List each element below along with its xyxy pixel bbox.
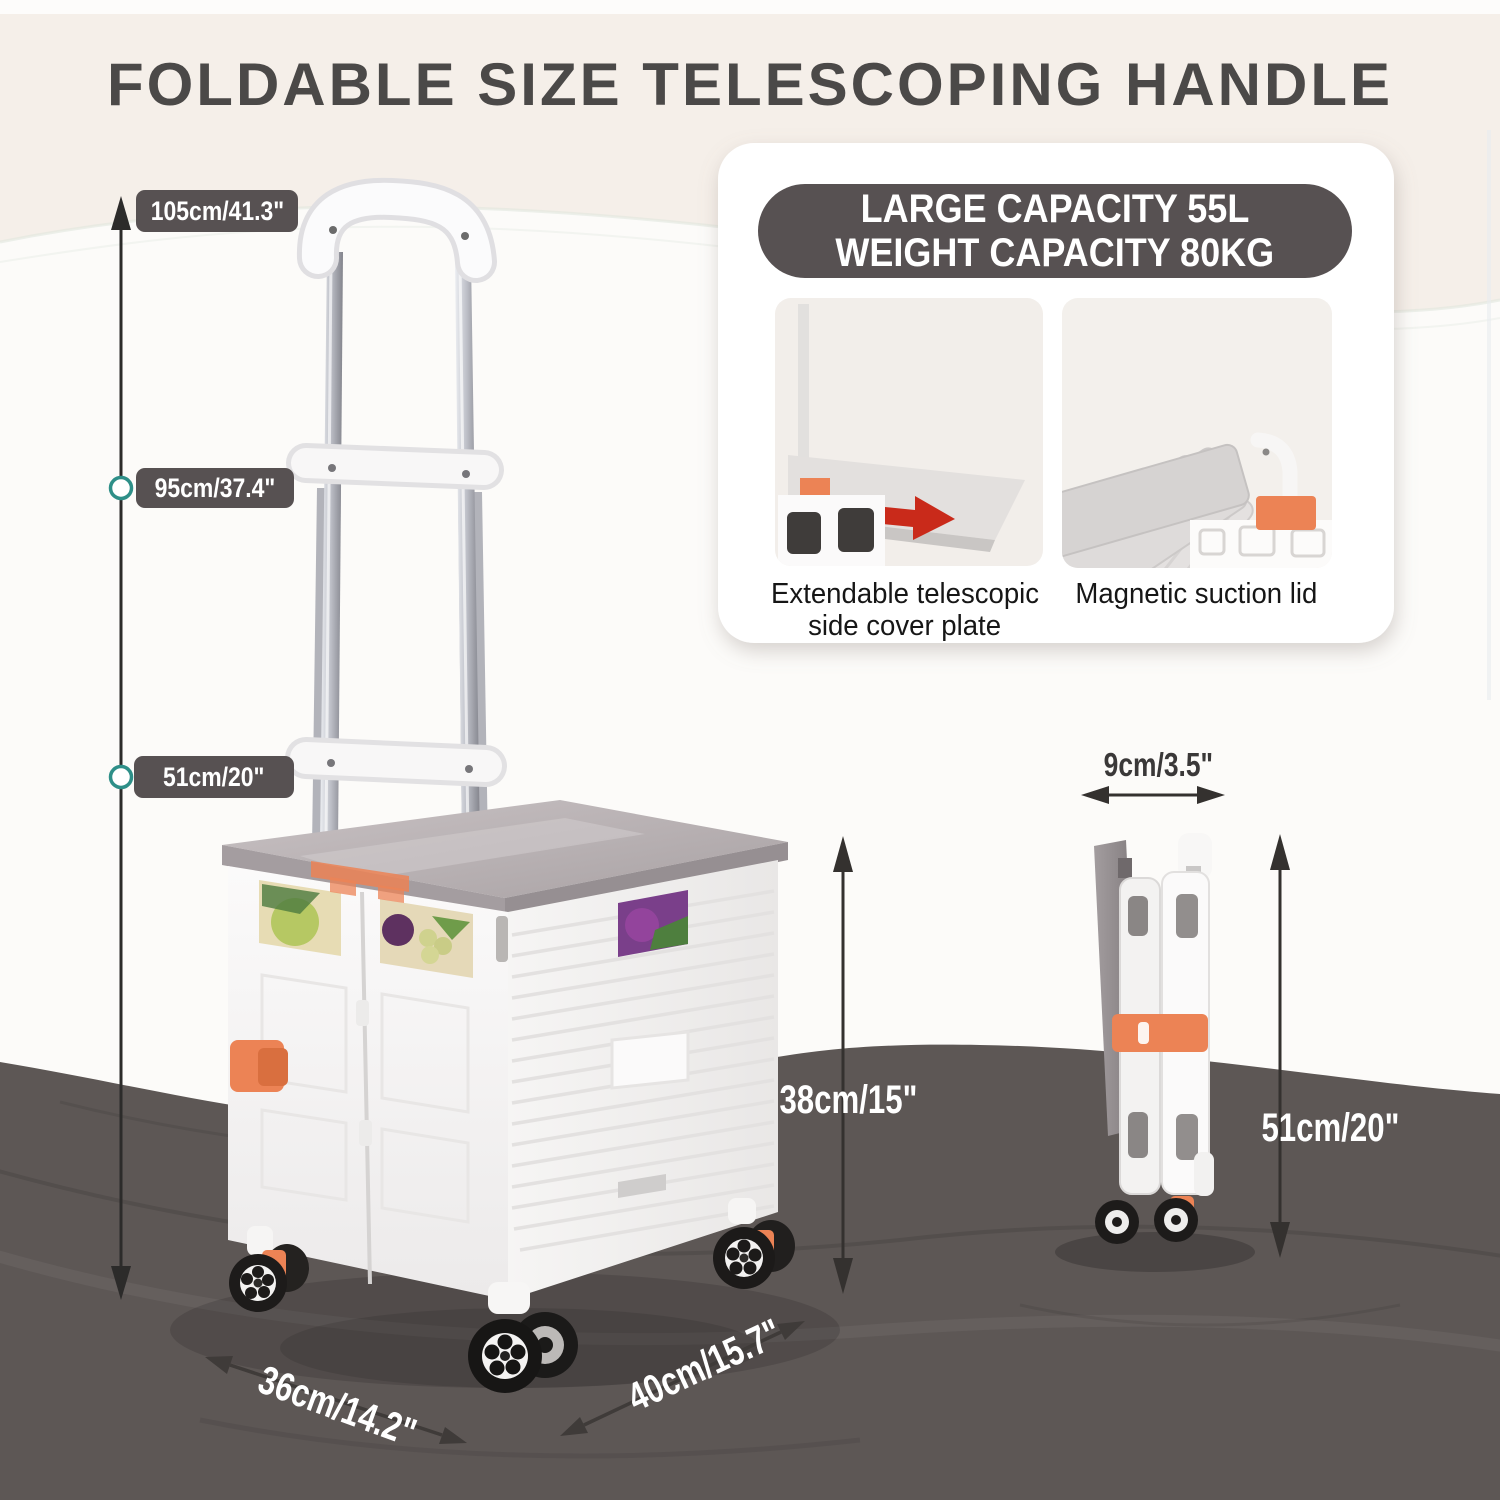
top-margin [0,0,1500,14]
wheel-left [229,1226,309,1312]
connector-screw [465,765,473,773]
capacity-badge-line2-text: WEIGHT CAPACITY 80KG [835,231,1275,275]
tube-highlight [458,261,470,841]
capacity-badge-line1-text: LARGE CAPACITY 55L [860,187,1250,231]
door-seam [360,891,372,1285]
dimension-marker-circle-icon [108,475,134,501]
label-handle-mid-height: 95cm/37.4" [136,468,294,508]
photo-cart-window [838,508,874,552]
connector-screw [327,759,335,767]
caption-side-plate-line2: side cover plate [758,610,1052,642]
dimension-arrow-diagonal-40cm-icon [560,1321,805,1436]
photo-elbow-screw [1262,448,1270,456]
dimension-annotations [108,196,1290,1444]
grape-graphic [434,937,452,955]
grapes-plum-graphic [382,914,414,946]
dimension-arrow-vertical-38cm-icon [833,836,853,1294]
side-bottom-slot [618,1174,666,1198]
floor-ripple [0,1250,1500,1352]
caption-magnetic-lid-text: Magnetic suction lid [1075,578,1317,610]
connector-screw [462,470,470,478]
grape-graphic [419,929,437,947]
photo-orange-clip [800,478,830,500]
label-handle-min-height-text: 51cm/20" [163,761,265,792]
photo-elbow-handle [1250,432,1298,510]
capacity-badge-line1: LARGE CAPACITY 55L [839,187,1271,231]
folded-fork [1194,1152,1214,1196]
dimension-arrow-diagonal-36cm-icon [205,1356,467,1444]
folded-lid-notch [1118,858,1132,878]
wheel-front-center [468,1282,578,1393]
latch-tab [330,877,356,896]
telescoping-handle [285,177,507,848]
grip-screw [461,232,469,240]
dimension-arrow-vertical-51cm-icon [1270,834,1290,1258]
handle-connector-low-face [290,742,502,782]
grape-leaf-graphic [432,916,470,940]
label-folded-height-text: 51cm/20" [1261,1106,1399,1150]
feature-photo-side-plate [775,298,1043,566]
slide-direction-red-arrow-icon [863,496,955,540]
label-handle-min-height: 51cm/20" [134,756,294,798]
grip-screw [329,226,337,234]
photo-pole [798,304,809,519]
folded-hole [1128,1112,1148,1158]
lid-latch-orange [311,861,409,892]
feature-photo-magnetic-lid [1062,298,1332,568]
caption-side-plate: Extendable telescopic side cover plate [758,578,1052,642]
folded-strap-orange [1112,1014,1208,1052]
caption-side-plate-line1: Extendable telescopic [758,578,1052,610]
folded-hole [1176,1114,1198,1160]
floor-ripple [1019,1303,1401,1327]
folded-hole [1128,896,1148,936]
label-folded-height: 51cm/20" [1240,1106,1420,1151]
handle-grip-face [301,182,492,278]
photo-orange-clip [1256,496,1316,530]
crate-box [222,800,788,1300]
apple-leaf-graphic [262,884,320,914]
grape-graphic [421,946,439,964]
dimension-marker-circle-icon [108,764,134,790]
hinge-knuckle [356,1000,369,1026]
connector-screw [328,464,336,472]
floor-ripple [0,1169,1500,1258]
folded-cart-shadow [1055,1232,1255,1272]
side-clip-inner [258,1048,288,1086]
lid-highlight [300,818,645,878]
folded-wheels [1095,1198,1198,1244]
corner-latch-slot [496,916,508,962]
dimension-arrow-horizontal-9cm-icon [1081,786,1225,804]
label-box-height-text: 38cm/15" [779,1078,918,1122]
folded-hole [1176,894,1198,938]
label-handle-mid-height-text: 95cm/37.4" [154,472,276,503]
caption-side-plate-line2-text: side cover plate [808,610,1002,642]
label-box-height: 38cm/15" [760,1078,930,1123]
label-folded-depth: 9cm/3.5" [1090,746,1220,784]
page-title: FOLDABLE SIZE TELESCOPING HANDLE [106,51,1394,118]
hinge-knuckle [359,1120,372,1146]
handle-connector-mid-face [291,448,499,485]
main-cart [222,177,795,1393]
wheel-right [713,1198,795,1289]
cabbage-leaf-graphic [650,916,688,950]
capacity-badge: LARGE CAPACITY 55L WEIGHT CAPACITY 80KG [758,184,1352,278]
floor-ripple [199,1417,861,1459]
dimension-arrow-vertical-left-icon [111,196,131,1300]
label-folded-depth-text: 9cm/3.5" [1103,746,1214,783]
caption-magnetic-lid: Magnetic suction lid [1048,578,1344,610]
capacity-badge-line2: WEIGHT CAPACITY 80KG [811,231,1298,275]
label-handle-max-height-text: 105cm/41.3" [150,195,284,226]
cabbage-graphic [625,908,659,942]
folded-strap-slot [1138,1022,1149,1044]
latch-tab [378,885,404,903]
photo-cart-window [787,512,821,554]
folded-cart [1094,833,1214,1244]
cart-wheels [229,1198,795,1393]
label-handle-max-height: 105cm/41.3" [136,190,298,232]
side-label-patch [610,1030,690,1090]
caption-side-plate-line1-text: Extendable telescopic [770,578,1040,610]
